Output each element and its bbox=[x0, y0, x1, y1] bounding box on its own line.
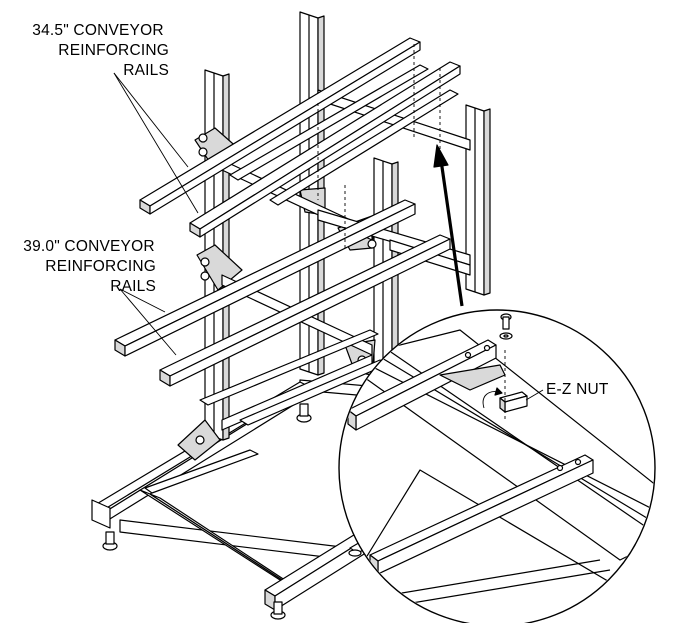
label-ez-nut: E-Z NUT bbox=[546, 381, 609, 398]
upper-conveyor-rails bbox=[139, 37, 461, 238]
lower-conveyor-rails bbox=[114, 199, 451, 426]
label-34-5-rails: 34.5" CONVEYOR REINFORCING RAILS bbox=[13, 21, 183, 81]
detail-circle bbox=[338, 309, 656, 627]
label-line: RAILS bbox=[110, 278, 156, 295]
label-line: 39.0" CONVEYOR bbox=[23, 238, 155, 255]
label-line: RAILS bbox=[123, 62, 169, 79]
bolt bbox=[499, 313, 513, 340]
label-line: REINFORCING bbox=[58, 42, 169, 59]
label-39-0-rails: 39.0" CONVEYOR REINFORCING RAILS bbox=[4, 237, 174, 297]
label-line: REINFORCING bbox=[45, 258, 156, 275]
insert-arrow bbox=[433, 144, 464, 307]
leader-lines bbox=[113, 72, 544, 401]
label-line: 34.5" CONVEYOR bbox=[32, 22, 164, 39]
